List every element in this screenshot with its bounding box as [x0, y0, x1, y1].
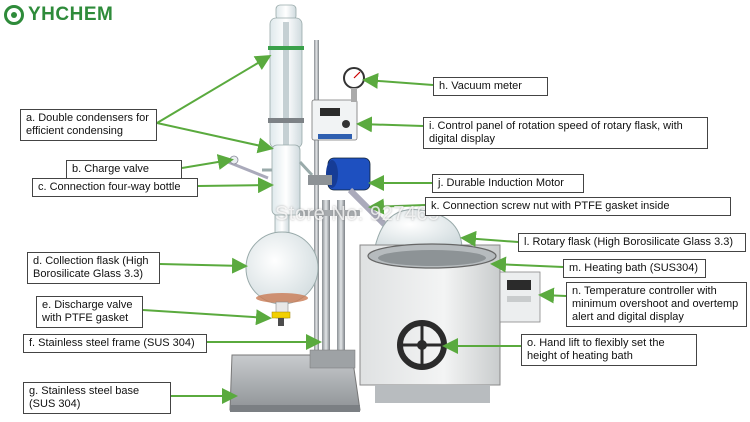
logo-mark-icon [4, 5, 24, 25]
label-control-panel: i. Control panel of rotation speed of ro… [423, 117, 708, 149]
label-charge-valve: b. Charge valve [66, 160, 182, 179]
label-vacuum-meter: h. Vacuum meter [433, 77, 548, 96]
label-steel-base: g. Stainless steel base (SUS 304) [23, 382, 171, 414]
label-hand-lift: o. Hand lift to flexibly set the height … [521, 334, 697, 366]
arrow-a2 [156, 122, 274, 154]
hand-lift-wheel [397, 320, 447, 370]
label-double-condensers: a. Double condensers for efficient conde… [20, 109, 157, 141]
induction-motor [308, 157, 371, 191]
brand-name: YHCHEM [28, 4, 114, 25]
label-steel-frame: f. Stainless steel frame (SUS 304) [23, 334, 207, 353]
label-heating-bath: m. Heating bath (SUS304) [563, 259, 706, 278]
arrow-h [362, 72, 434, 89]
heating-bath [359, 243, 541, 403]
arrow-k [368, 198, 426, 215]
label-induction-motor: j. Durable Induction Motor [432, 174, 584, 193]
arrow-d [159, 257, 248, 274]
charge-valve [227, 155, 269, 180]
label-screw-nut: k. Connection screw nut with PTFE gasket… [425, 197, 731, 216]
label-four-way-bottle: c. Connection four-way bottle [32, 178, 198, 197]
rotary-flask [347, 187, 463, 248]
double-condenser [262, 4, 314, 216]
arrow-n [538, 287, 567, 304]
label-discharge-valve: e. Discharge valve with PTFE gasket [36, 296, 143, 328]
arrow-m [490, 256, 564, 273]
stainless-frame [300, 40, 360, 369]
store-watermark: Store No: 927465 [275, 203, 440, 225]
brand-logo: YHCHEM [4, 4, 113, 26]
arrow-l [460, 230, 519, 247]
arrow-b [181, 154, 234, 170]
arrow-a1 [156, 54, 272, 124]
arrow-i [356, 116, 424, 133]
vacuum-meter [343, 67, 365, 102]
label-temp-controller: n. Temperature controller with minimum o… [566, 282, 747, 327]
leader-arrows [142, 54, 567, 404]
label-collection-flask: d. Collection flask (High Borosilicate G… [27, 252, 160, 284]
arrow-c [197, 177, 274, 194]
control-panel [311, 99, 358, 141]
collection-flask [245, 214, 319, 326]
arrow-e [142, 309, 272, 326]
label-rotary-flask: l. Rotary flask (High Borosilicate Glass… [518, 233, 746, 252]
